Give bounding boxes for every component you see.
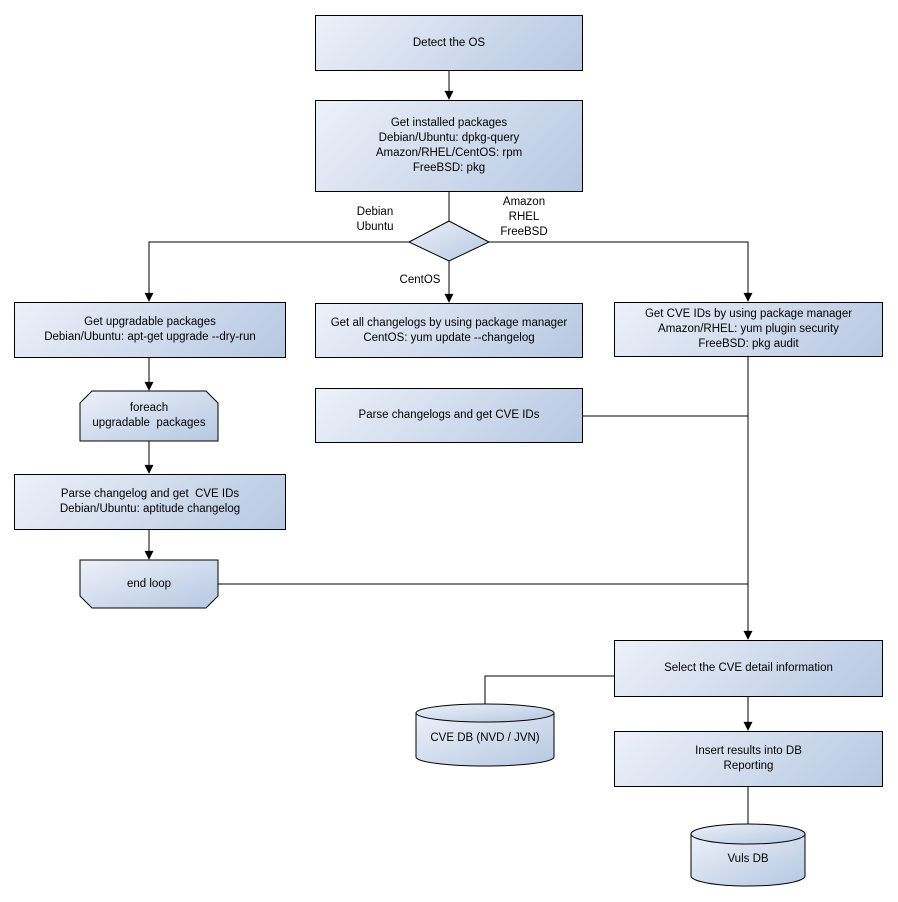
node-cve-db-label: CVE DB (NVD / JVN) [430,731,540,744]
node-vuls-db-label: Vuls DB [727,852,769,865]
node-get-all-changelogs: Get all changelogs by using package mana… [315,303,583,358]
node-select-cve-detail: Select the CVE detail information [614,640,883,697]
cve-db-cylinder [415,703,555,767]
edge-label-amazon-rhel-freebsd-text: Amazon RHEL FreeBSD [500,196,548,238]
node-detect-os-label: Detect the OS [412,36,486,49]
node-get-installed-packages-label: Get installed packages Debian/Ubuntu: dp… [375,117,523,174]
node-parse-changelogs: Parse changelogs and get CVE IDs [315,388,583,443]
end-loop-shape [79,559,219,609]
node-select-cve-detail-label: Select the CVE detail information [664,662,833,674]
node-parse-changelog: Parse changelog and get CVE IDs Debian/U… [14,474,286,530]
edge-label-centos: CentOS [385,273,455,288]
node-get-cve-ids-label: Get CVE IDs by using package manager Ama… [644,308,853,350]
node-insert-results-label: Insert results into DB Reporting [695,745,802,772]
node-end-loop-label: end loop [126,577,172,590]
node-get-all-changelogs-label: Get all changelogs by using package mana… [330,316,568,344]
vuls-db-cylinder [690,823,806,887]
edge-decision-to-upgradable [144,241,409,302]
foreach-loop-shape [79,390,219,442]
edge-label-debian-ubuntu-text: Debian Ubuntu [356,206,394,233]
node-detect-os: Detect the OS [315,15,583,71]
edge-decision-to-getcveids [489,241,753,302]
edge-select-to-cvedb [484,675,614,704]
node-vuls-db: Vuls DB [691,836,805,882]
node-foreach-loop-label: foreach upgradable packages [92,402,206,429]
node-end-loop: end loop [80,560,218,608]
node-get-cve-ids: Get CVE IDs by using package manager Ama… [614,302,883,357]
edge-label-amazon-rhel-freebsd: Amazon RHEL FreeBSD [484,195,564,240]
node-insert-results: Insert results into DB Reporting [614,731,883,787]
node-get-upgradable-packages: Get upgradable packages Debian/Ubuntu: a… [14,302,286,358]
edge-label-centos-text: CentOS [399,274,441,286]
os-decision-diamond [407,220,491,262]
node-parse-changelog-label: Parse changelog and get CVE IDs Debian/U… [59,488,241,515]
node-get-installed-packages: Get installed packages Debian/Ubuntu: dp… [315,100,583,192]
node-parse-changelogs-label: Parse changelogs and get CVE IDs [358,409,540,421]
edge-label-debian-ubuntu: Debian Ubuntu [335,205,415,235]
node-get-upgradable-packages-label: Get upgradable packages Debian/Ubuntu: a… [44,316,256,343]
node-foreach-loop: foreach upgradable packages [80,391,218,441]
node-cve-db: CVE DB (NVD / JVN) [416,714,554,762]
